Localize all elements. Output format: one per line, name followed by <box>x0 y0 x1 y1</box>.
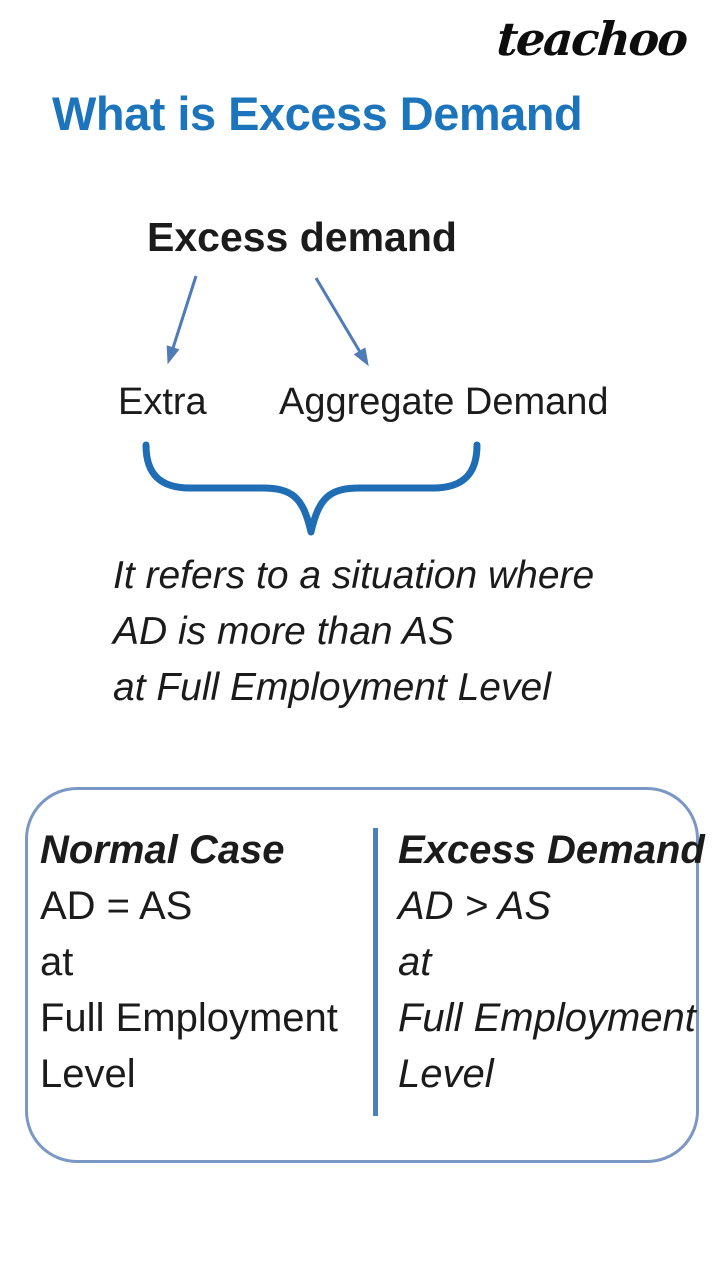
arrow-down-right-icon <box>314 277 369 367</box>
comparison-box: Normal Case AD = AS at Full Employment L… <box>25 787 705 1163</box>
normal-case-line: AD = AS <box>40 884 193 928</box>
normal-case-title: Normal Case <box>40 828 285 872</box>
root-term-label: Excess demand <box>147 214 457 260</box>
branch-extra: Extra <box>118 381 207 423</box>
excess-demand-line: Full Employment <box>398 996 696 1040</box>
comparison-divider <box>373 828 378 1116</box>
definition-line: AD is more than AS <box>113 610 455 653</box>
arrow-down-left-icon <box>166 275 198 365</box>
normal-case-line: Full Employment <box>40 996 338 1040</box>
definition-text: It refers to a situation where AD is mor… <box>113 548 594 716</box>
excess-demand-line: at <box>398 940 432 984</box>
definition-line: at Full Employment Level <box>113 666 551 709</box>
excess-demand-column: Excess Demand AD > AS at Full Employment… <box>398 822 705 1102</box>
page-title: What is Excess Demand <box>52 87 583 140</box>
excess-demand-line: AD > AS <box>398 884 552 928</box>
teachoo-logo: teachoo <box>495 12 689 66</box>
excess-demand-line: Level <box>398 1052 494 1096</box>
normal-case-line: Level <box>40 1052 136 1096</box>
definition-line: It refers to a situation where <box>113 554 595 597</box>
normal-case-column: Normal Case AD = AS at Full Employment L… <box>40 822 338 1102</box>
normal-case-line: at <box>40 940 74 984</box>
excess-demand-title: Excess Demand <box>398 828 705 872</box>
curly-brace-icon <box>142 441 481 536</box>
branch-aggregate-demand: Aggregate Demand <box>279 381 609 423</box>
